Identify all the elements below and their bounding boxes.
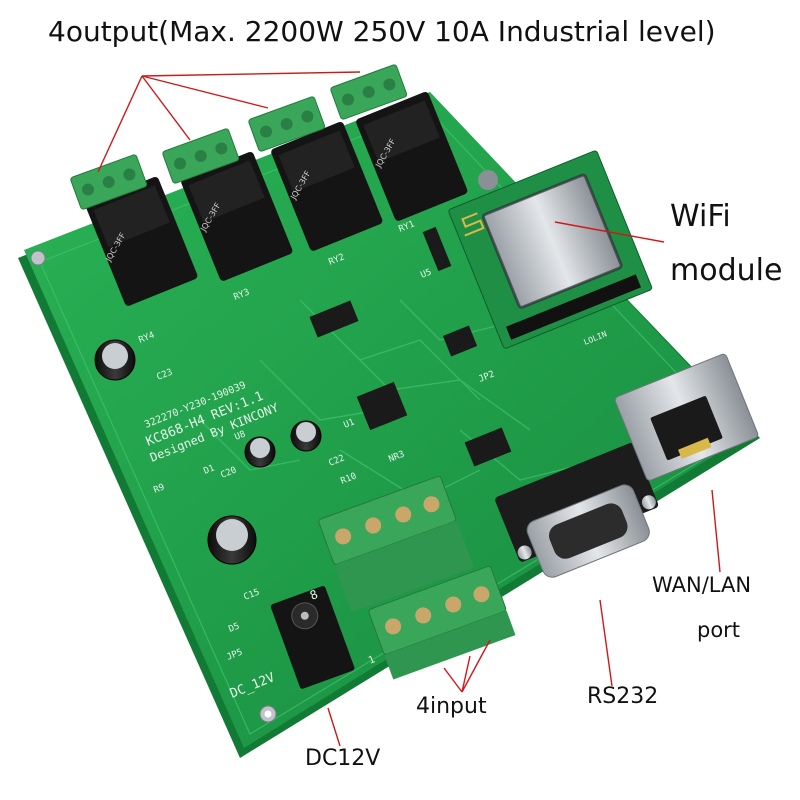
dc-power-jack [270, 586, 355, 689]
silk-pin1: 1 [367, 654, 377, 666]
silk-u5: U5 [419, 267, 433, 280]
wifi-module [422, 150, 653, 349]
silk-pin8: 8 [308, 587, 320, 603]
silk-u8: U8 [233, 429, 247, 442]
wan-label-line1: WAN/LAN [652, 573, 752, 597]
dc-label: DC12V [305, 746, 381, 771]
input-label: 4input [416, 694, 487, 719]
rj45-port [614, 353, 759, 481]
title-label: 4output(Max. 2200W 250V 10A Industrial l… [48, 15, 716, 48]
ic-chips [309, 300, 512, 467]
input-terminals [318, 475, 516, 680]
capacitors [94, 170, 498, 565]
wan-label-line2: port [697, 618, 741, 642]
wifi-label-line1: WiFi [670, 199, 731, 234]
silk-d5: D5 [227, 621, 241, 634]
rs232-label: RS232 [587, 684, 659, 709]
pointer-lines [97, 71, 721, 747]
rs232-connector [495, 443, 659, 578]
silk-u1: U1 [342, 417, 356, 430]
silk-d1: D1 [202, 463, 216, 476]
silk-r9: R9 [152, 482, 166, 495]
wifi-label-line2: module [670, 253, 783, 288]
output-terminals [70, 64, 408, 210]
relay-bank [86, 91, 468, 306]
